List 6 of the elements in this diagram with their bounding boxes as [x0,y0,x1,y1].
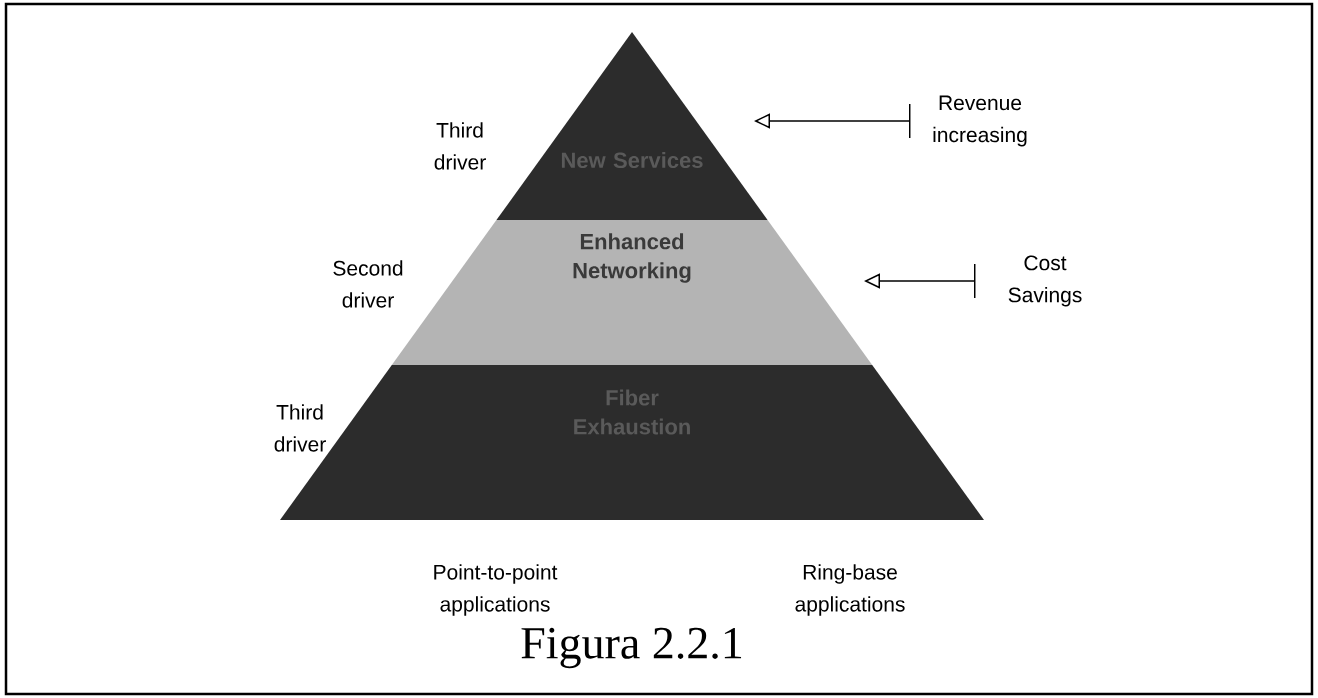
driver-label: Third driver [434,122,486,170]
application-label: Ring-base applications [795,564,905,616]
figure-caption: Figura 2.2.1 [521,627,742,669]
callout-text: Cost Savings [1008,255,1082,307]
callout-text: Revenue increasing [933,95,1027,147]
application-label: Point-to-point applications [434,564,558,616]
